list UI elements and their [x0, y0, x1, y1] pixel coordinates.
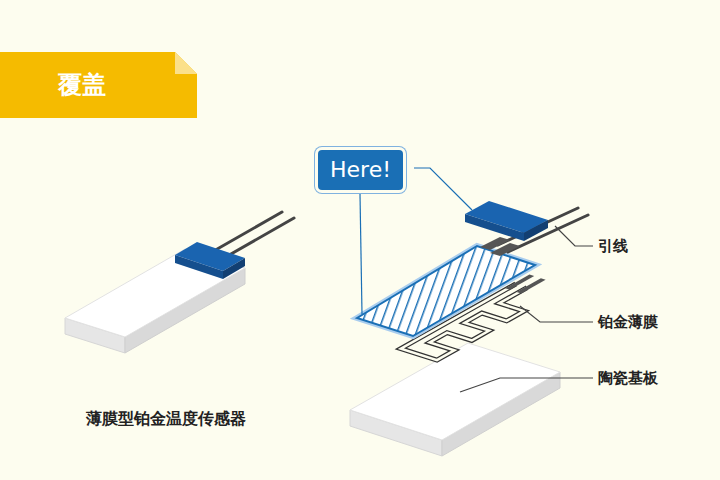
banner-fold — [175, 52, 197, 74]
ceramic-substrate — [350, 343, 560, 456]
part-label: 陶瓷基板 — [598, 369, 658, 387]
cover-layer — [357, 246, 535, 336]
film-pad — [517, 278, 546, 293]
callout-box: Here! — [318, 150, 403, 190]
leader-lines — [460, 226, 593, 392]
banner-fill — [0, 52, 197, 118]
part-label: 引线 — [598, 237, 628, 255]
section-banner: 覆盖 — [0, 52, 197, 118]
callout-text: Here! — [330, 157, 391, 183]
figure-caption-label: 薄膜型铂金温度传感器 — [86, 409, 246, 428]
banner-title: 覆盖 — [58, 71, 197, 100]
cover-block — [465, 201, 548, 241]
assembled-sensor — [65, 212, 294, 353]
part-label: 铂金薄膜 — [598, 313, 658, 331]
